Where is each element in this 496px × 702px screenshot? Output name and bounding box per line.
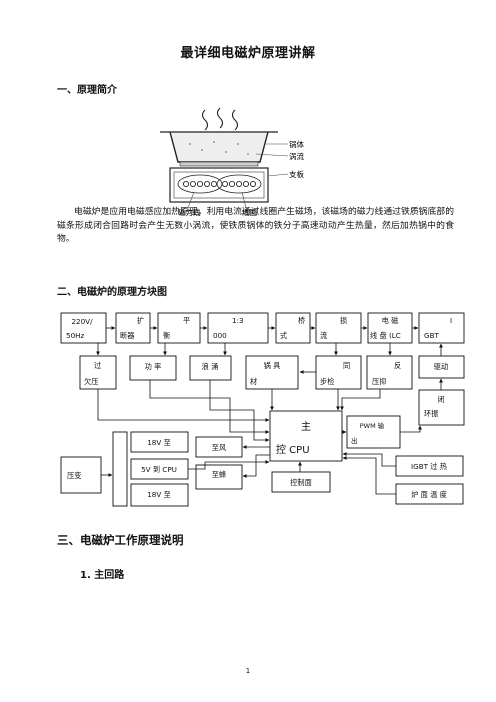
text-filter-a: 损 xyxy=(340,316,347,325)
steam-icon xyxy=(231,109,239,131)
section-heading-working-principle: 三、电磁炉工作原理说明 xyxy=(57,533,184,547)
label-coil: 线圈 xyxy=(242,207,257,217)
block-regulator xyxy=(112,431,128,507)
text-power-detect: 功 率 xyxy=(145,362,162,371)
text-18v-b: 18V 至 xyxy=(147,490,171,499)
text-to-fan: 至风 xyxy=(212,443,226,452)
text-oscillation-a: 闭 xyxy=(437,395,444,404)
text-over-voltage-b: 欠压 xyxy=(84,377,98,386)
block-igbt xyxy=(418,312,465,344)
label-eddy: 涡流 xyxy=(289,151,304,161)
block-pot-material xyxy=(245,355,299,390)
text-bridge-a: 桥 xyxy=(298,316,305,325)
text-surge: 浪 涌 xyxy=(202,362,219,371)
induction-principle-illustration: 锅体 涡流 支板 磁力线 线圈 xyxy=(160,107,304,217)
page-title: 最详细电磁炉原理讲解 xyxy=(180,46,316,61)
block-over-under-voltage xyxy=(79,355,117,390)
text-bridge-b: 式 xyxy=(280,331,287,340)
text-balance-b: 衡 xyxy=(163,331,170,340)
block-driver xyxy=(418,355,465,379)
text-pot-material-b: 材 xyxy=(250,377,257,386)
text-igbt-a: I xyxy=(450,316,452,325)
text-sync-b: 步检 xyxy=(320,377,334,386)
block-control-panel xyxy=(271,471,331,493)
text-igbt-b: GBT xyxy=(424,331,440,340)
text-cpu-a: 主 xyxy=(301,421,311,433)
text-coil-b: 线 盘 (LC xyxy=(370,331,401,340)
text-driver: 驱动 xyxy=(434,362,448,371)
page-number: 1 xyxy=(245,667,251,675)
text-oscillation-b: 环振 xyxy=(424,409,438,418)
label-flux: 磁力线 xyxy=(178,207,201,217)
block-18v-a xyxy=(130,431,189,453)
text-transformer-low: 压变 xyxy=(67,471,81,480)
text-coil-a: 电 磁 xyxy=(382,316,399,325)
text-pwm-a: PWM 输 xyxy=(360,421,385,430)
block-power-detect xyxy=(129,355,177,381)
text-pot-material-a: 锅 具 xyxy=(264,361,281,370)
block-back-voltage xyxy=(366,355,413,390)
block-to-buzzer xyxy=(195,464,243,490)
block-surge xyxy=(189,355,232,381)
text-to-buzzer: 至蜂 xyxy=(212,470,227,479)
subsection-heading-main-circuit: 1. 主回路 xyxy=(80,570,125,581)
section-heading-block-diagram: 二、电磁炉的原理方块图 xyxy=(57,287,167,298)
text-18v-a: 18V 至 xyxy=(147,438,171,447)
text-back-voltage-b: 压抑 xyxy=(372,377,386,386)
magnetic-flux-icon xyxy=(177,174,262,194)
label-pot: 锅体 xyxy=(289,139,304,149)
text-transformer-a: 1:3 xyxy=(232,316,244,325)
section-heading-intro: 一、原理简介 xyxy=(57,85,117,96)
text-surface-temp: 炉 面 温 度 xyxy=(411,490,447,499)
text-transformer-b: 000 xyxy=(213,331,227,340)
block-sync-detect xyxy=(315,355,362,390)
text-pwm-b: 出 xyxy=(351,436,358,445)
text-sync-a: 同 xyxy=(343,361,350,370)
intro-paragraph: 电磁炉是应用电磁感应加热原理，利用电流通过线圈产生磁场，该磁场的磁力线通过铁质锅… xyxy=(57,207,454,245)
text-back-voltage-a: 反 xyxy=(394,361,401,370)
text-igbt-overheat: IGBT 过 热 xyxy=(411,462,447,471)
text-power-input-b: 50Hz xyxy=(66,331,85,340)
text-power-input-a: 220V/ xyxy=(71,317,93,326)
block-closed-loop-oscillation xyxy=(418,389,465,426)
text-over-voltage-a: 过 xyxy=(94,361,101,370)
block-18v-b xyxy=(130,483,189,507)
text-cpu-b: 控 CPU xyxy=(276,443,310,456)
block-to-fan xyxy=(195,436,243,458)
block-transformer-low xyxy=(60,456,102,494)
block-main-cpu xyxy=(269,410,343,462)
steam-icon xyxy=(201,109,209,131)
coil-icon xyxy=(183,181,257,188)
text-5v-cpu: 5V 到 CPU xyxy=(141,465,177,474)
text-filter-b: 流 xyxy=(320,331,327,340)
text-fuse-a: 扩 xyxy=(137,316,144,325)
block-balance xyxy=(157,312,201,344)
steam-icon xyxy=(216,107,224,129)
text-balance-a: 平 xyxy=(183,316,190,325)
text-control-panel: 控制面 xyxy=(290,478,312,487)
label-plate: 支板 xyxy=(289,169,304,179)
block-transformer xyxy=(207,312,269,344)
text-fuse-b: 断器 xyxy=(120,331,134,340)
